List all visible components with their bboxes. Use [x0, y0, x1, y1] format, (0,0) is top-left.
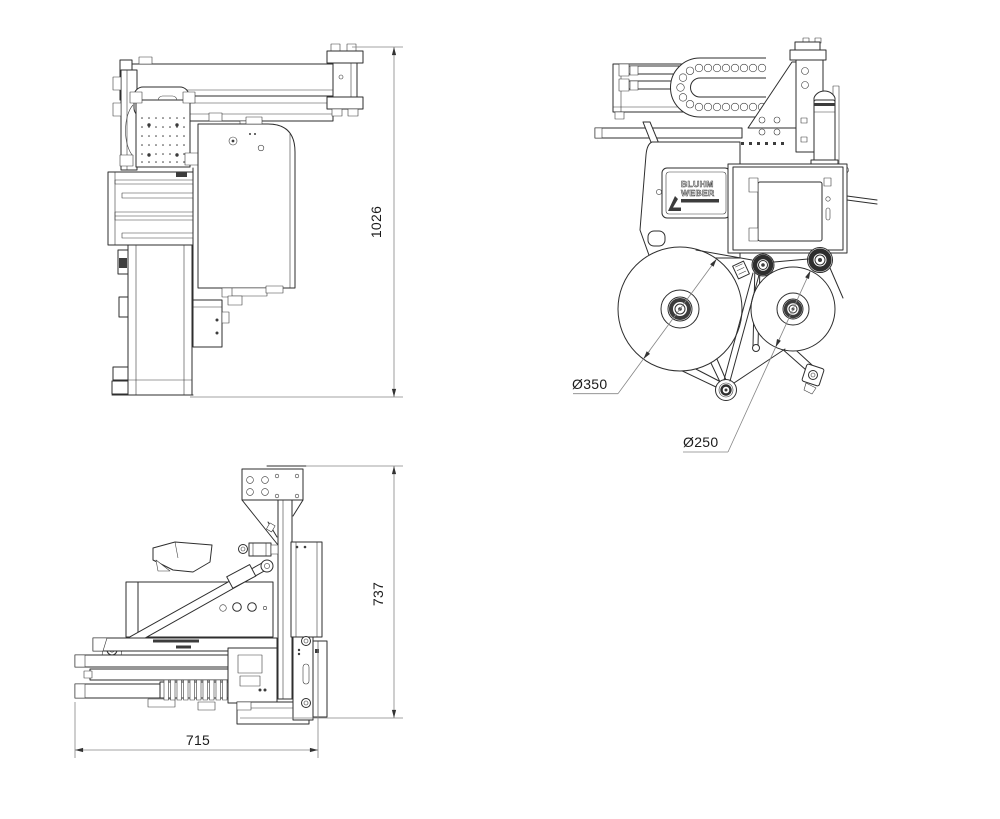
logo-line2: WEBER — [681, 188, 715, 198]
bottom-roller — [715, 379, 737, 401]
lower-column — [111, 244, 194, 396]
print-module-door — [727, 163, 878, 254]
top-view — [74, 465, 328, 725]
dim-width-715: 715 — [74, 645, 319, 758]
side-view — [107, 43, 364, 396]
dim-reel-250: Ø250 — [683, 270, 811, 453]
junction-box — [192, 295, 243, 348]
mounting-clamp — [326, 43, 364, 117]
front-view: BLUHM WEBER — [594, 37, 878, 401]
electronics-box — [197, 116, 296, 298]
dim-label-737: 737 — [370, 582, 386, 606]
guide-bracket — [292, 636, 328, 721]
applicator-housing — [152, 541, 213, 573]
side-panel — [290, 541, 323, 638]
shelf-bar — [594, 127, 743, 139]
turnbuckle — [238, 521, 279, 557]
feed-block — [227, 647, 278, 704]
bluhm-weber-logo: BLUHM WEBER — [656, 167, 736, 219]
energy-chain — [670, 57, 767, 118]
dot-grid — [141, 117, 185, 163]
dim-label-715: 715 — [186, 732, 210, 748]
drive-roller-left — [751, 253, 775, 277]
ribbed-coupling — [159, 679, 238, 701]
dim-height-1026: 1026 — [190, 46, 403, 398]
support-column — [733, 37, 827, 153]
drive-roller-right — [807, 247, 833, 273]
mounting-plate — [241, 465, 307, 501]
logo-line1: BLUHM — [681, 179, 714, 189]
dim-label-1026: 1026 — [368, 206, 384, 238]
web-clamp — [732, 260, 750, 280]
dim-label-350: Ø350 — [572, 376, 607, 392]
right-foot — [801, 363, 825, 395]
perforated-plate — [119, 91, 199, 168]
drive-block — [107, 171, 194, 246]
dim-reel-350: Ø350 — [572, 258, 717, 395]
label-web-path — [695, 249, 844, 384]
dim-depth-737: 737 — [240, 465, 403, 719]
logo-mark — [668, 196, 681, 211]
dim-label-250: Ø250 — [683, 434, 718, 450]
cylinder-arm — [101, 559, 274, 659]
